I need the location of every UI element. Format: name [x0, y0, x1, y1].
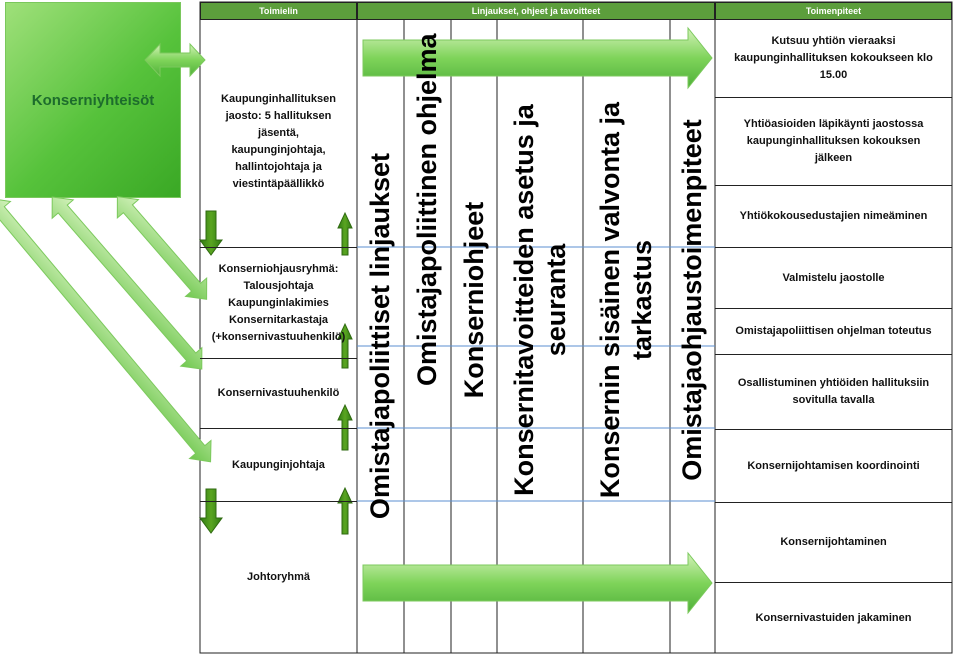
col-omistajaohjaustoimenpiteet: Omistajaohjaustoimenpiteet	[677, 119, 707, 481]
toimielin-konserniohjausryhma: Konserniohjausryhmä: Talousjohtaja Kaupu…	[200, 247, 357, 358]
konserniyhteisot-box: Konserniyhteisöt	[5, 2, 181, 198]
col-omistajapoliittinen-ohjelma: Omistajapoliittinen ohjelma	[412, 33, 442, 386]
toimielin-jaosto: Kaupunginhallituksen jaosto: 5 hallituks…	[221, 93, 336, 190]
toimenpide-konsernijohtaminen: Konsernijohtaminen	[715, 502, 952, 582]
toimenpide-konsernijohtamisen-koordinointi: Konsernijohtamisen koordinointi	[715, 429, 952, 502]
toimielin-kaupunginjohtaja: Kaupunginjohtaja	[200, 428, 357, 501]
toimenpide-yhtioasioiden-lapikaynti: Yhtiöasioiden läpikäynti jaostossa kaupu…	[715, 97, 952, 185]
toimenpide-yhtiokokousedustajien: Yhtiökokousedustajien nimeäminen	[715, 185, 952, 247]
col-konsernin-sisainen-valvonta: Konsernin sisäinen valvonta ja tarkastus	[595, 101, 657, 499]
toimielin-konsernivastuuhenkilo: Konsernivastuuhenkilö	[200, 358, 357, 428]
toimenpide-valmistelu-jaostolle: Valmistelu jaostolle	[715, 247, 952, 308]
toimenpide-konsernivastuiden-jakaminen: Konsernivastuiden jakaminen	[715, 582, 952, 653]
col-omistajapoliittiset-linjaukset: Omistajapoliittiset linjaukset	[365, 152, 395, 520]
toimenpide-osallistuminen-hallituksiin: Osallistuminen yhtiöiden hallituksiin so…	[715, 354, 952, 429]
toimenpide-omistajapoliittisen-ohjelman: Omistajapoliittisen ohjelman toteutus	[715, 308, 952, 354]
toimenpide-kutsuu-yhtion: Kutsuu yhtiön vieraaksi kaupunginhallitu…	[734, 35, 933, 81]
konserniyhteisot-label: Konserniyhteisöt	[31, 91, 155, 109]
toimielin-johtoryhma: Johtoryhmä	[200, 501, 357, 653]
col-konsernitavoitteiden-asetus: Konsernitavoitteiden asetus ja seuranta	[509, 104, 571, 496]
col-konserniohjeet: Konserniohjeet	[459, 201, 489, 399]
